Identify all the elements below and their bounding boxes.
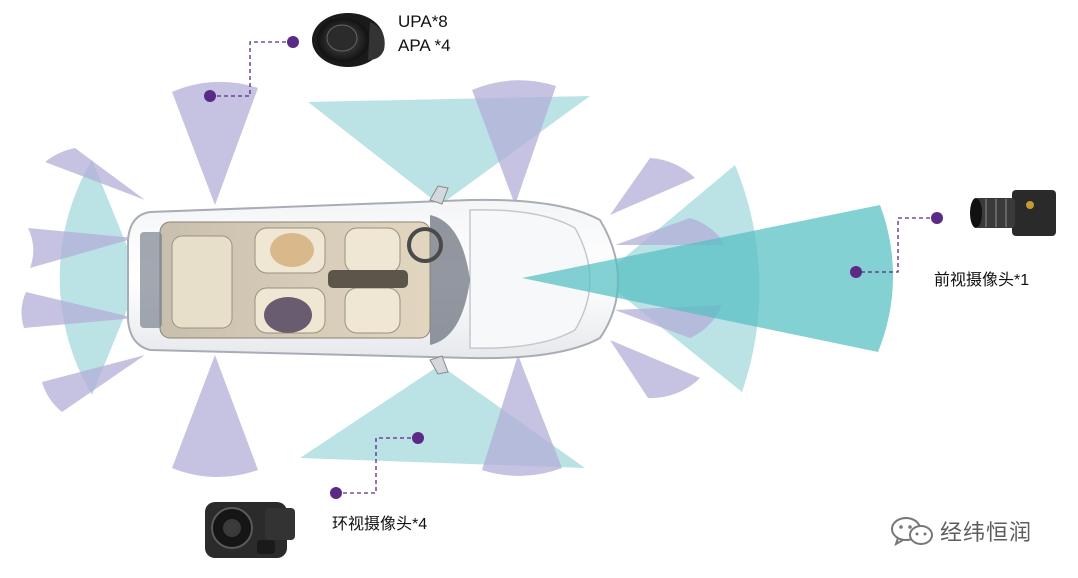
front-camera-zone (522, 205, 894, 352)
leader-line-ultrasonic (210, 41, 293, 97)
surround-camera-label: 环视摄像头*4 (332, 516, 428, 533)
apa-zone (472, 80, 556, 205)
left-camera-zone (308, 96, 590, 205)
upa-zone (615, 218, 725, 245)
upa-zone (45, 148, 145, 200)
upa-zone (610, 340, 700, 399)
steering-wheel (407, 227, 443, 263)
apa-zone (172, 355, 258, 478)
rear-window (140, 232, 162, 328)
watermark-text: 经纬恒润 (940, 521, 1033, 546)
surround-camera-icon (205, 502, 295, 558)
front-camera-label: 前视摄像头*1 (934, 272, 1030, 289)
wechat-icon (891, 517, 933, 546)
marker-dot (412, 432, 424, 444)
marker-dot (850, 266, 862, 278)
third-row-seat (171, 235, 233, 329)
mirror-left (429, 185, 449, 205)
rear-camera-zone (59, 160, 140, 395)
apa-zone (172, 81, 258, 205)
upa-zone (28, 228, 135, 268)
child-seat (264, 297, 312, 333)
upa-zone (42, 355, 145, 412)
mirror-right (429, 355, 449, 375)
front-camera-icon (970, 190, 1056, 236)
markers (204, 36, 943, 499)
marker-dot (931, 212, 943, 224)
leader-lines (210, 41, 937, 494)
apa-label: APA *4 (398, 36, 451, 55)
marker-dot (287, 36, 299, 48)
marker-dot (204, 90, 216, 102)
ultrasonic-zones (21, 80, 725, 478)
ultrasonic-sensor-icon (312, 13, 385, 67)
leader-line-front-camera (856, 217, 937, 273)
front-seat-left (344, 227, 401, 274)
upa-zone (21, 292, 136, 328)
apa-zone (482, 355, 562, 476)
marker-dot (330, 487, 342, 499)
front-seat-right (344, 287, 401, 334)
upa-label: UPA*8 (398, 12, 448, 31)
teddy-bear (270, 233, 314, 267)
upa-zone (610, 158, 695, 215)
leader-line-surround-camera (336, 437, 418, 494)
center-console (328, 270, 408, 288)
watermark: 经纬恒润 (890, 514, 1032, 548)
